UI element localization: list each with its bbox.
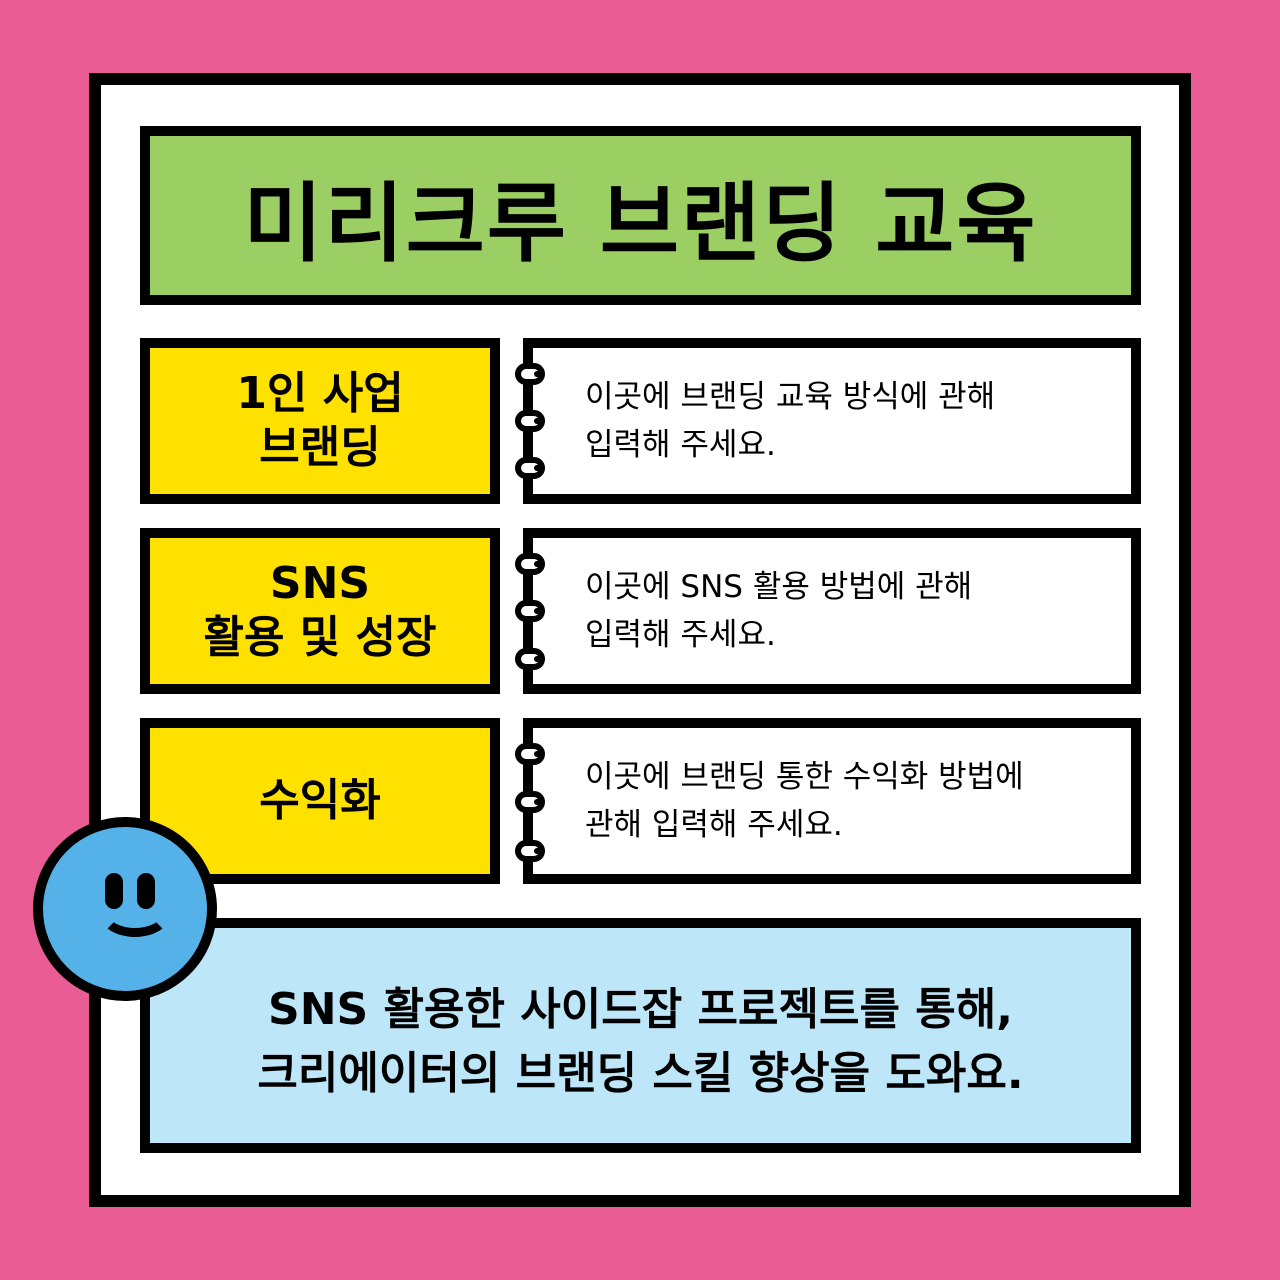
label-line: SNS (269, 558, 371, 610)
spiral-binding-icon (515, 410, 545, 432)
spiral-binding-icon (515, 457, 545, 479)
smiley-face-icon (33, 817, 217, 1001)
spiral-binding-icon (515, 791, 545, 813)
label-box-sns: SNS 활용 및 성장 (140, 528, 500, 694)
desc-box-branding: 이곳에 브랜딩 교육 방식에 관해 입력해 주세요. (523, 338, 1141, 504)
label-line: 브랜딩 (259, 422, 381, 473)
summary-box: SNS 활용한 사이드잡 프로젝트를 통해, 크리에이터의 브랜딩 스킬 향상을… (140, 918, 1141, 1153)
spiral-binding-icon (515, 840, 545, 862)
summary-line: 크리에이터의 브랜딩 스킬 향상을 도와요. (257, 1047, 1024, 1099)
summary-line: SNS 활용한 사이드잡 프로젝트를 통해, (268, 983, 1013, 1035)
desc-line: 입력해 주세요. (585, 617, 776, 653)
label-line: 1인 사업 (236, 368, 404, 420)
spiral-binding-icon (515, 553, 545, 575)
spiral-binding-icon (515, 600, 545, 622)
desc-line: 이곳에 브랜딩 통한 수익화 방법에 (585, 758, 1024, 795)
label-line: 수익화 (259, 775, 381, 827)
smiley-mouth (99, 889, 171, 937)
desc-line: 관해 입력해 주세요. (585, 807, 843, 843)
desc-line: 이곳에 SNS 활용 방법에 관해 (585, 568, 973, 605)
label-line: 활용 및 성장 (203, 612, 437, 663)
label-box-branding: 1인 사업 브랜딩 (140, 338, 500, 504)
title-banner: 미리크루 브랜딩 교육 (140, 126, 1141, 305)
desc-box-monetization: 이곳에 브랜딩 통한 수익화 방법에 관해 입력해 주세요. (523, 718, 1141, 884)
spiral-binding-icon (515, 363, 545, 385)
spiral-binding-icon (515, 743, 545, 765)
desc-line: 입력해 주세요. (585, 427, 776, 463)
desc-line: 이곳에 브랜딩 교육 방식에 관해 (585, 378, 996, 415)
spiral-binding-icon (515, 648, 545, 670)
label-box-monetization: 수익화 (140, 718, 500, 884)
desc-box-sns: 이곳에 SNS 활용 방법에 관해 입력해 주세요. (523, 528, 1141, 694)
page-title: 미리크루 브랜딩 교육 (243, 174, 1038, 274)
